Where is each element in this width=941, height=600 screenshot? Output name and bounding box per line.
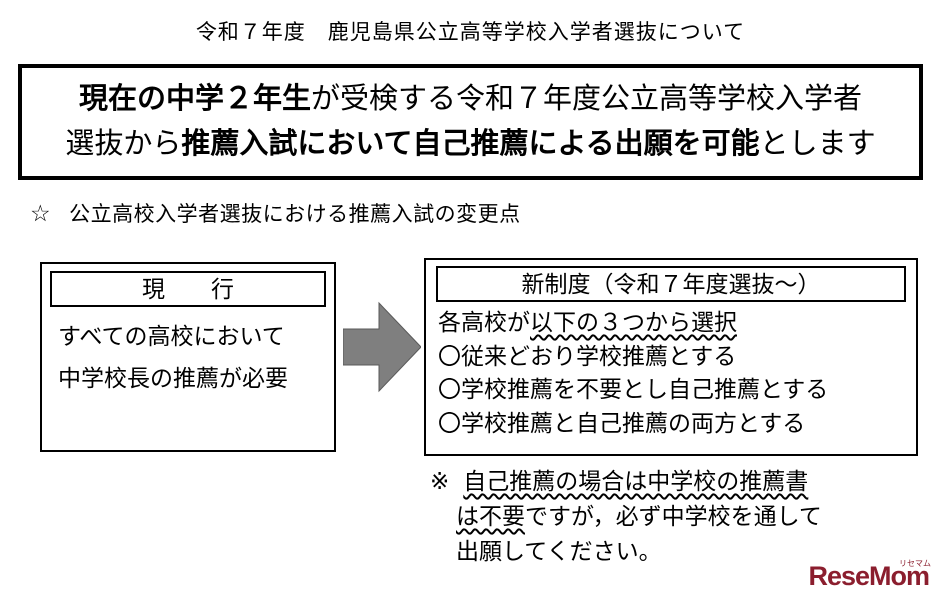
announcement-banner: 現在の中学２年生が受検する令和７年度公立高等学校入学者 選抜から推薦入試において… — [18, 64, 923, 180]
new-system-intro-underlined: 以下の３つから選択 — [530, 309, 737, 335]
banner-line-1: 現在の中学２年生が受検する令和７年度公立高等学校入学者 — [22, 77, 919, 122]
current-system-box: 現 行 すべての高校において 中学校長の推薦が必要 — [40, 262, 336, 452]
page-title: 令和７年度 鹿児島県公立高等学校入学者選抜について — [195, 21, 746, 44]
section-heading-text: 公立高校入学者選抜における推薦入試の変更点 — [69, 203, 521, 226]
new-system-option: 〇学校推薦と自己推薦の両方とする — [438, 409, 806, 436]
new-system-intro-plain: 各高校が — [438, 309, 530, 335]
current-system-header: 現 行 — [50, 271, 326, 307]
current-system-body: すべての高校において 中学校長の推薦が必要 — [48, 315, 328, 399]
resemom-logo-katakana: リセマム — [899, 559, 931, 568]
banner-line2-post: とします — [759, 128, 876, 160]
new-system-option: 〇学校推薦を不要とし自己推薦とする — [438, 376, 829, 402]
section-heading: ☆ 公立高校入学者選抜における推薦入試の変更点 — [30, 198, 521, 228]
banner-line2-pre: 選抜から — [65, 128, 182, 160]
new-system-intro: 各高校が以下の３つから選択 — [434, 306, 908, 340]
current-system-line: 中学校長の推薦が必要 — [58, 365, 288, 391]
current-system-line: すべての高校において — [58, 323, 285, 349]
note-line2-underlined: は不要 — [456, 503, 525, 529]
note-line-1: ※ 自己推薦の場合は中学校の推薦書 — [430, 464, 920, 499]
note-line1-underlined: 自己推薦の場合は中学校の推薦書 — [463, 468, 809, 494]
note: ※ 自己推薦の場合は中学校の推薦書 は不要ですが，必ず中学校を通して 出願してくだ… — [430, 464, 920, 569]
new-system-header: 新制度（令和７年度選抜～） — [436, 266, 906, 302]
resemom-logo-text: ReseMom — [808, 561, 930, 591]
note-line-2: は不要ですが，必ず中学校を通して — [430, 499, 920, 534]
arrow-right-icon — [343, 301, 421, 393]
banner-line1-emphasis: 現在の中学２年生 — [78, 83, 311, 116]
new-system-option: 〇従来どおり学校推薦とする — [438, 342, 737, 369]
resemom-logo: ReseMom リセマム — [808, 559, 931, 592]
banner-line-2: 選抜から推薦入試において自己推薦による出願を可能とします — [22, 122, 919, 167]
note-line-3: 出願してください。 — [456, 538, 662, 564]
star-icon: ☆ — [30, 200, 52, 226]
new-system-box: 新制度（令和７年度選抜～） 各高校が以下の３つから選択 〇従来どおり学校推薦とす… — [424, 258, 918, 456]
note-marker: ※ — [430, 468, 450, 494]
banner-line1-text: が受検する令和７年度公立高等学校入学者 — [311, 83, 863, 116]
banner-line2-emphasis: 推薦入試において自己推薦による出願を可能 — [181, 128, 760, 160]
note-line2-text: ですが，必ず中学校を通して — [525, 503, 822, 529]
